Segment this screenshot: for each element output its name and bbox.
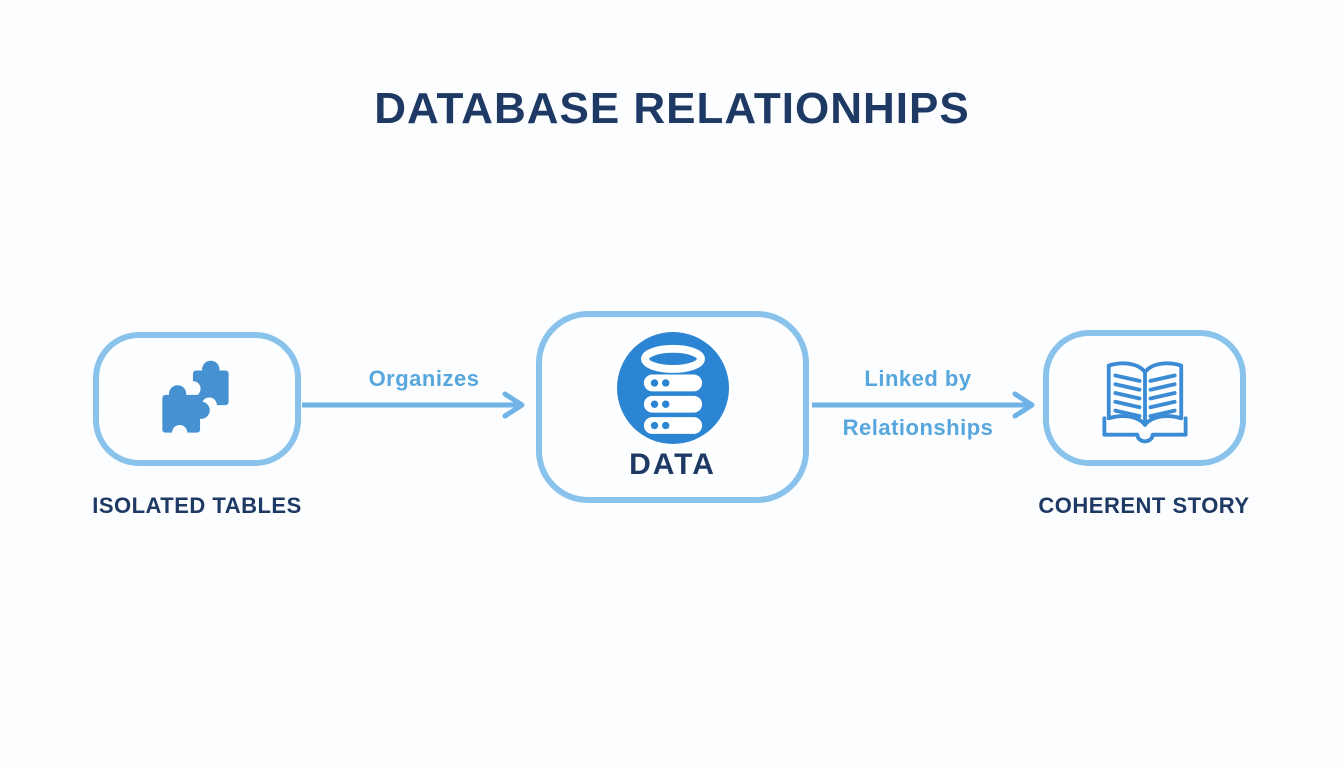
open-book-icon [1101,360,1188,443]
arrow-label-organizes: Organizes [368,366,480,391]
arrow-organizes [302,391,525,419]
node-coherent-story [1043,330,1246,466]
caption-isolated-tables: ISOLATED TABLES [92,493,302,518]
node-isolated-tables [93,332,301,466]
caption-coherent-story: COHERENT STORY [1038,493,1250,518]
node-data-label: DATA [629,448,716,481]
arrow-label-linked-by: Linked by [864,366,972,391]
puzzle-pieces-icon [162,360,229,441]
page-title: DATABASE RELATIONHIPS [374,84,970,133]
arrow-label-relationships: Relationships [842,415,994,440]
node-data: DATA [536,311,809,503]
arrow-linked-by-relationships [812,391,1035,419]
database-icon [616,332,729,444]
